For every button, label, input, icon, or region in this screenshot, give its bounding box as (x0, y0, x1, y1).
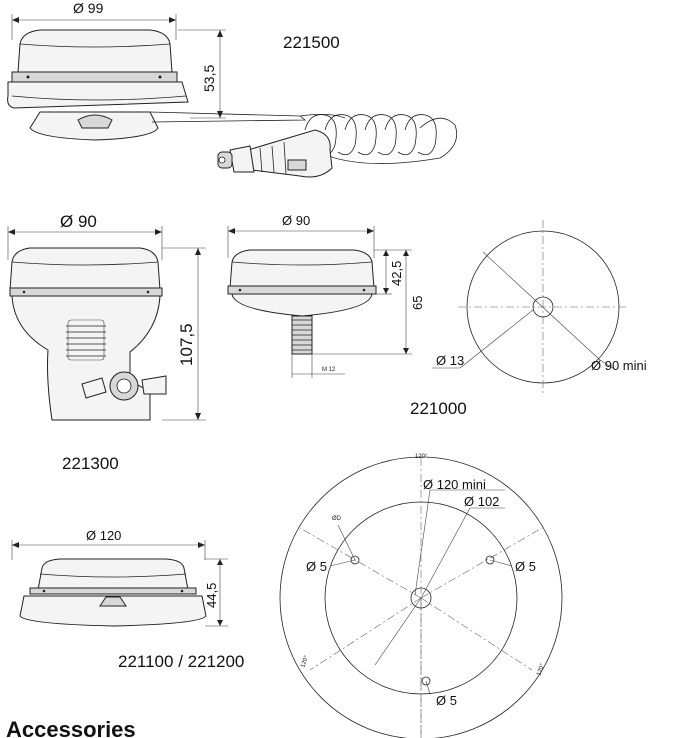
angle-left: 120° (300, 654, 310, 668)
dim-221000-total-height: 65 (410, 296, 425, 310)
dim-221000-mount: Ø 90 mini (591, 358, 647, 373)
dim-mount-od: ØD (332, 516, 342, 522)
dim-221000-hole: Ø 13 (436, 353, 464, 368)
dim-mount-circle: Ø 102 (464, 494, 499, 509)
mounting-plan-221100: 120° 120° 120° Ø 120 mini Ø 102 ØD Ø 5 Ø… (279, 454, 563, 738)
mounting-plan-221000 (432, 220, 628, 394)
section-heading-accessories: Accessories (6, 717, 136, 738)
label-221300: 221300 (62, 454, 119, 473)
beacon-221100-drawing: Ø 120 44,5 221100 / 221200 (11, 528, 244, 671)
rubber-grommet (66, 319, 106, 361)
dim-221100-height: 44,5 (204, 583, 219, 608)
dim-hole-left: Ø 5 (306, 559, 327, 574)
label-221500: 221500 (283, 33, 340, 52)
dim-hole-right: Ø 5 (515, 559, 536, 574)
dim-221500-diameter: Ø 99 (73, 0, 104, 16)
dim-mount-outer: Ø 120 mini (423, 477, 486, 492)
angle-top: 120° (415, 454, 428, 460)
dim-221000-thread: M 12 (322, 367, 336, 373)
label-221000: 221000 (410, 399, 467, 418)
dim-221300-height: 107,5 (177, 323, 196, 366)
dim-221000-diameter: Ø 90 (282, 213, 310, 228)
wing-nut (81, 371, 167, 401)
dim-221100-diameter: Ø 120 (86, 528, 121, 543)
threaded-stud (291, 315, 313, 355)
dim-221500-height: 53,5 (201, 65, 217, 92)
beacon-221500-drawing: Ø 99 53,5 (7, 0, 458, 178)
beacon-221000-drawing: Ø 90 M 12 42,5 65 (227, 213, 647, 418)
cigarette-lighter-plug (217, 129, 333, 178)
angle-right: 120° (536, 662, 546, 676)
dim-hole-bottom: Ø 5 (436, 693, 457, 708)
dim-221000-dome-height: 42,5 (389, 261, 404, 286)
dim-221300-diameter: Ø 90 (60, 212, 97, 231)
beacon-221300-drawing: Ø 90 107,5 221300 (7, 212, 206, 473)
label-221100: 221100 / 221200 (118, 652, 244, 671)
